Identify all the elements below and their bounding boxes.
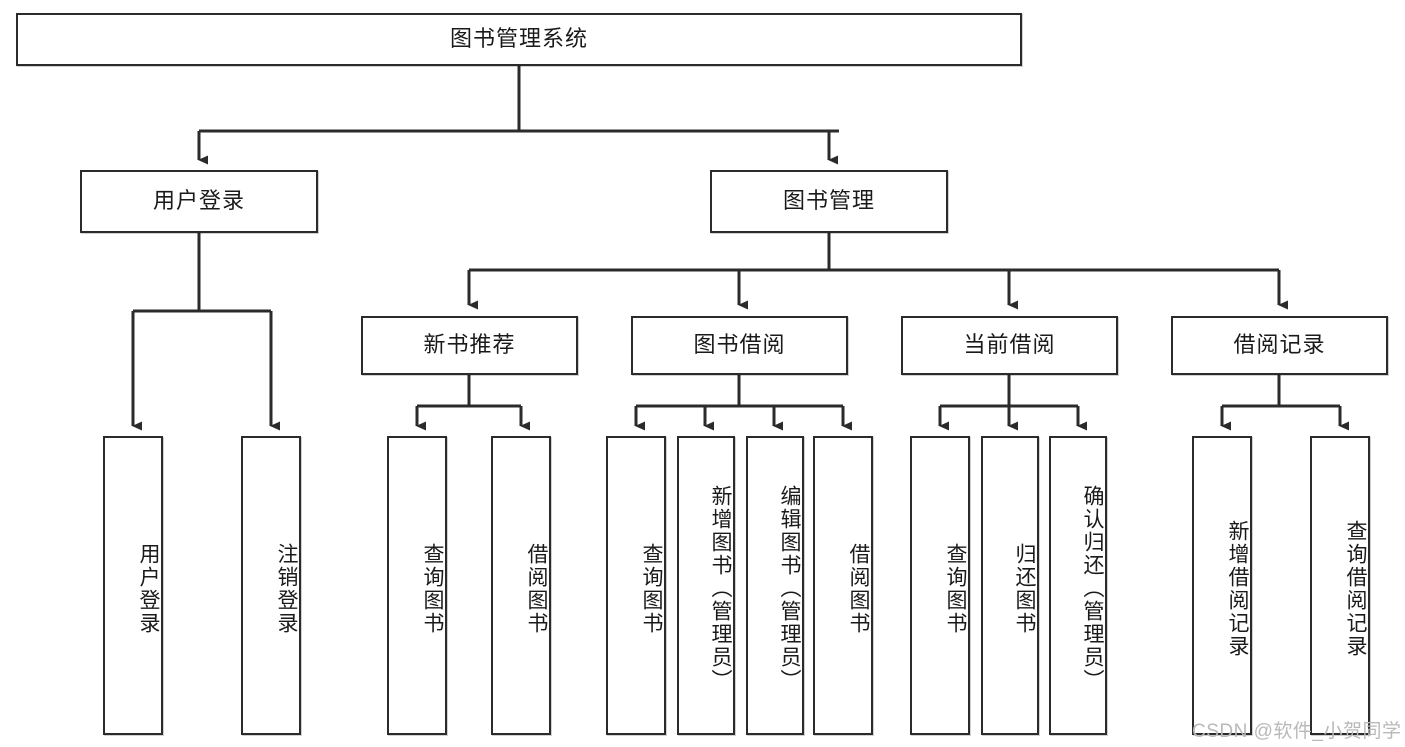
leaf-new-book-query[interactable]: 查询图书 [387, 436, 447, 735]
leaf-return-book[interactable]: 归还图书 [981, 436, 1039, 735]
node-new-book-recommend[interactable]: 新书推荐 [361, 316, 578, 375]
node-borrow-record[interactable]: 借阅记录 [1171, 316, 1388, 375]
leaf-borrow-book[interactable]: 借阅图书 [813, 436, 873, 735]
node-label: 用户登录 [152, 188, 245, 214]
node-current-borrow[interactable]: 当前借阅 [901, 316, 1118, 375]
node-label: 当前借阅 [963, 332, 1056, 358]
node-label: 借阅图书 [847, 542, 870, 635]
node-label: 图书借阅 [693, 332, 786, 358]
node-label: 用户登录 [137, 542, 160, 635]
node-book-borrow[interactable]: 图书借阅 [631, 316, 848, 375]
node-root-book-management-system[interactable]: 图书管理系统 [16, 13, 1022, 66]
node-label: 新书推荐 [423, 332, 516, 358]
leaf-query-borrow-record[interactable]: 查询借阅记录 [1310, 436, 1370, 735]
node-label: 新增借阅记录 [1226, 519, 1249, 658]
node-book-management[interactable]: 图书管理 [710, 170, 948, 233]
node-label: 查询借阅记录 [1344, 519, 1367, 658]
leaf-user-login[interactable]: 用户登录 [103, 436, 163, 735]
leaf-borrow-query-book[interactable]: 查询图书 [606, 436, 666, 735]
node-label: 归还图书 [1013, 542, 1036, 635]
leaf-current-query-book[interactable]: 查询图书 [910, 436, 970, 735]
node-label: 确认归还（管理员） [1081, 485, 1104, 692]
node-label: 查询图书 [640, 542, 663, 635]
node-label: 新增图书（管理员） [709, 485, 732, 692]
leaf-edit-book-admin[interactable]: 编辑图书（管理员） [746, 436, 804, 735]
leaf-new-book-borrow[interactable]: 借阅图书 [491, 436, 551, 735]
leaf-add-book-admin[interactable]: 新增图书（管理员） [677, 436, 735, 735]
node-label: 借阅记录 [1233, 332, 1326, 358]
leaf-confirm-return-admin[interactable]: 确认归还（管理员） [1049, 436, 1107, 735]
node-label: 编辑图书（管理员） [778, 485, 801, 692]
node-user-login[interactable]: 用户登录 [80, 170, 318, 233]
node-label: 借阅图书 [525, 542, 548, 635]
csdn-watermark: CSDN @软件_小贺同学 [1192, 721, 1402, 742]
node-label: 图书管理系统 [449, 26, 588, 52]
node-label: 图书管理 [782, 188, 875, 214]
leaf-add-borrow-record[interactable]: 新增借阅记录 [1192, 436, 1252, 735]
node-label: 注销登录 [275, 542, 298, 635]
node-label: 查询图书 [944, 542, 967, 635]
node-label: 查询图书 [421, 542, 444, 635]
leaf-logout[interactable]: 注销登录 [241, 436, 301, 735]
